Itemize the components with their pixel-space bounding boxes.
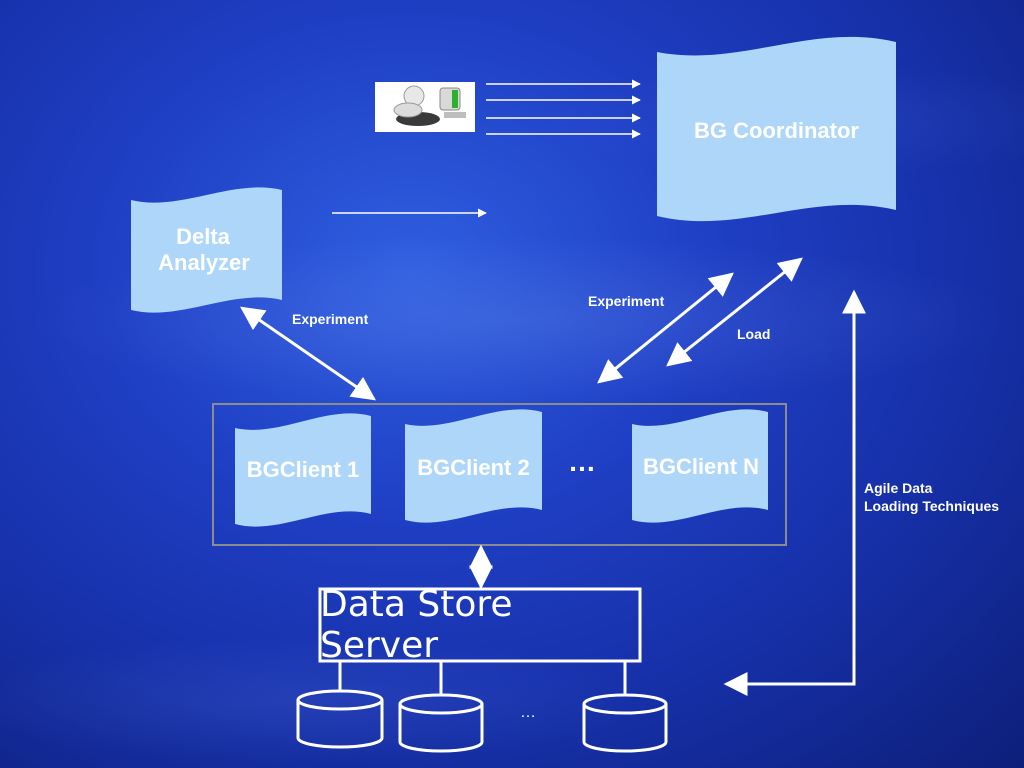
data-store-server-box	[318, 587, 642, 663]
database-connectors	[338, 661, 627, 696]
bg-coordinator-label: BG Coordinator	[694, 118, 859, 143]
data-store-server-label: Data Store Server	[320, 584, 513, 666]
database-2-icon	[398, 693, 484, 753]
bgclient-2-node	[405, 409, 542, 523]
user-at-computer-icon	[375, 82, 475, 132]
agile-label-line2: Loading Techniques	[864, 498, 1000, 514]
database-1-icon	[296, 689, 384, 749]
load-arrow	[666, 257, 803, 367]
user-to-coordinator-arrows	[486, 79, 641, 139]
bg-coordinator-node	[657, 36, 896, 222]
delta-analyzer-label: Delta Analyzer	[131, 224, 281, 276]
delta-analyzer-label-line2: Analyzer	[158, 250, 250, 275]
agile-loading-arrow	[723, 289, 866, 696]
bgclient-1-node	[235, 413, 371, 527]
database-n-icon	[582, 693, 668, 753]
bgclient-2-label: BGClient 2	[417, 455, 530, 480]
database-ellipsis: …	[520, 704, 536, 721]
bgclient-1-label: BGClient 1	[246, 457, 360, 482]
experiment-right-label: Experiment	[588, 293, 665, 309]
delta-analyzer-label-line1: Delta	[176, 224, 230, 249]
agile-label-line1: Agile Data	[864, 480, 933, 496]
delta-analyzer-node	[131, 187, 282, 313]
experiment-left-label: Experiment	[292, 311, 369, 327]
clients-ellipsis: …	[568, 446, 596, 477]
experiment-left-arrow	[240, 306, 376, 401]
agile-data-loading-label: Agile Data Loading Techniques	[864, 479, 999, 515]
load-label: Load	[737, 326, 771, 342]
bgclient-n-label: BGClient N	[642, 454, 760, 479]
